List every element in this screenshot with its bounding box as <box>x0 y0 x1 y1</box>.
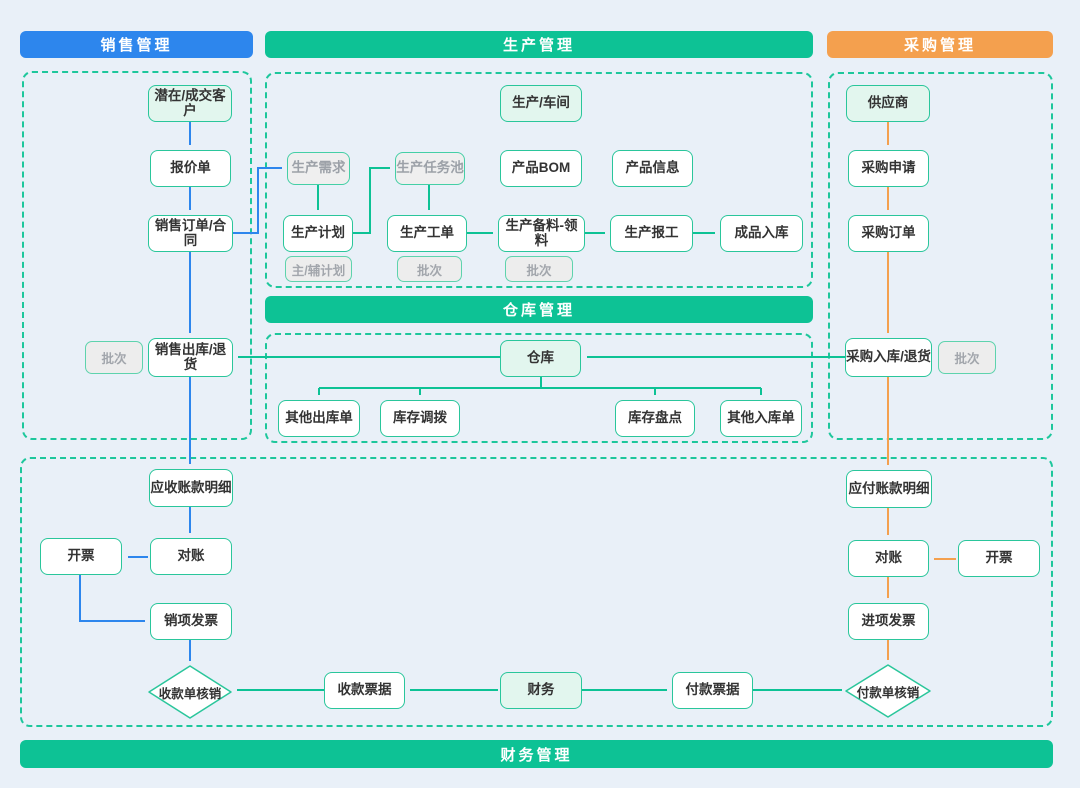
node-product-info: 产品信息 <box>612 150 693 187</box>
node-receipt-note: 收款票据 <box>324 672 405 709</box>
node-other-inbound: 其他入库单 <box>720 400 802 437</box>
payment-writeoff-diamond <box>845 664 931 718</box>
node-prod-plan: 生产计划 <box>283 215 353 252</box>
tag-sales-batch: 批次 <box>85 341 143 374</box>
node-report-work: 生产报工 <box>610 215 693 252</box>
node-material-pick: 生产备料-领料 <box>498 215 585 252</box>
node-purchase-invoice: 进项发票 <box>848 603 929 640</box>
warehouse-container <box>265 333 813 443</box>
node-recon-ar: 对账 <box>150 538 232 575</box>
node-sales-order: 销售订单/合同 <box>148 215 233 252</box>
receipt-writeoff-diamond <box>148 665 232 719</box>
node-prod-demand: 生产需求 <box>287 152 350 185</box>
node-finished-inbound: 成品入库 <box>720 215 803 252</box>
node-sales-outbound: 销售出库/退货 <box>148 338 233 377</box>
section-header-production: 生产管理 <box>265 31 813 58</box>
node-supplier: 供应商 <box>846 85 930 122</box>
node-payment-note: 付款票据 <box>672 672 753 709</box>
node-bom: 产品BOM <box>500 150 582 187</box>
node-task-pool: 生产任务池 <box>395 152 465 185</box>
node-purchase-inbound: 采购入库/退货 <box>845 338 932 377</box>
production-container <box>265 72 813 288</box>
section-header-finance: 财务管理 <box>20 740 1053 768</box>
node-sales-invoice: 销项发票 <box>150 603 232 640</box>
node-work-order: 生产工单 <box>387 215 467 252</box>
node-workshop: 生产/车间 <box>500 85 582 122</box>
sales-container <box>22 71 252 440</box>
node-receipt-writeoff: 收款单核销 <box>158 686 222 701</box>
node-purchase-request: 采购申请 <box>848 150 929 187</box>
node-purchase-order: 采购订单 <box>848 215 929 252</box>
section-header-sales: 销售管理 <box>20 31 253 58</box>
node-warehouse-hub: 仓库 <box>500 340 581 377</box>
tag-plan: 主/辅计划 <box>285 256 352 282</box>
tag-wo-batch: 批次 <box>397 256 462 282</box>
node-quotation: 报价单 <box>150 150 231 187</box>
node-stock-take: 库存盘点 <box>615 400 695 437</box>
node-payable: 应付账款明细 <box>846 470 932 508</box>
finance-container <box>20 457 1053 727</box>
node-other-outbound: 其他出库单 <box>278 400 360 437</box>
node-customer: 潜在/成交客户 <box>148 85 232 122</box>
tag-purchase-batch: 批次 <box>938 341 996 374</box>
tag-material-batch: 批次 <box>505 256 573 282</box>
node-receivable: 应收账款明细 <box>149 469 233 507</box>
node-finance-dept: 财务 <box>500 672 582 709</box>
section-header-purchase: 采购管理 <box>827 31 1053 58</box>
node-invoice-ar: 开票 <box>40 538 122 575</box>
node-payment-writeoff: 付款单核销 <box>856 685 920 700</box>
section-header-warehouse: 仓库管理 <box>265 296 813 323</box>
node-stock-transfer: 库存调拨 <box>380 400 460 437</box>
node-invoice-ap: 开票 <box>958 540 1040 577</box>
purchase-container <box>828 72 1053 440</box>
node-recon-ap: 对账 <box>848 540 929 577</box>
